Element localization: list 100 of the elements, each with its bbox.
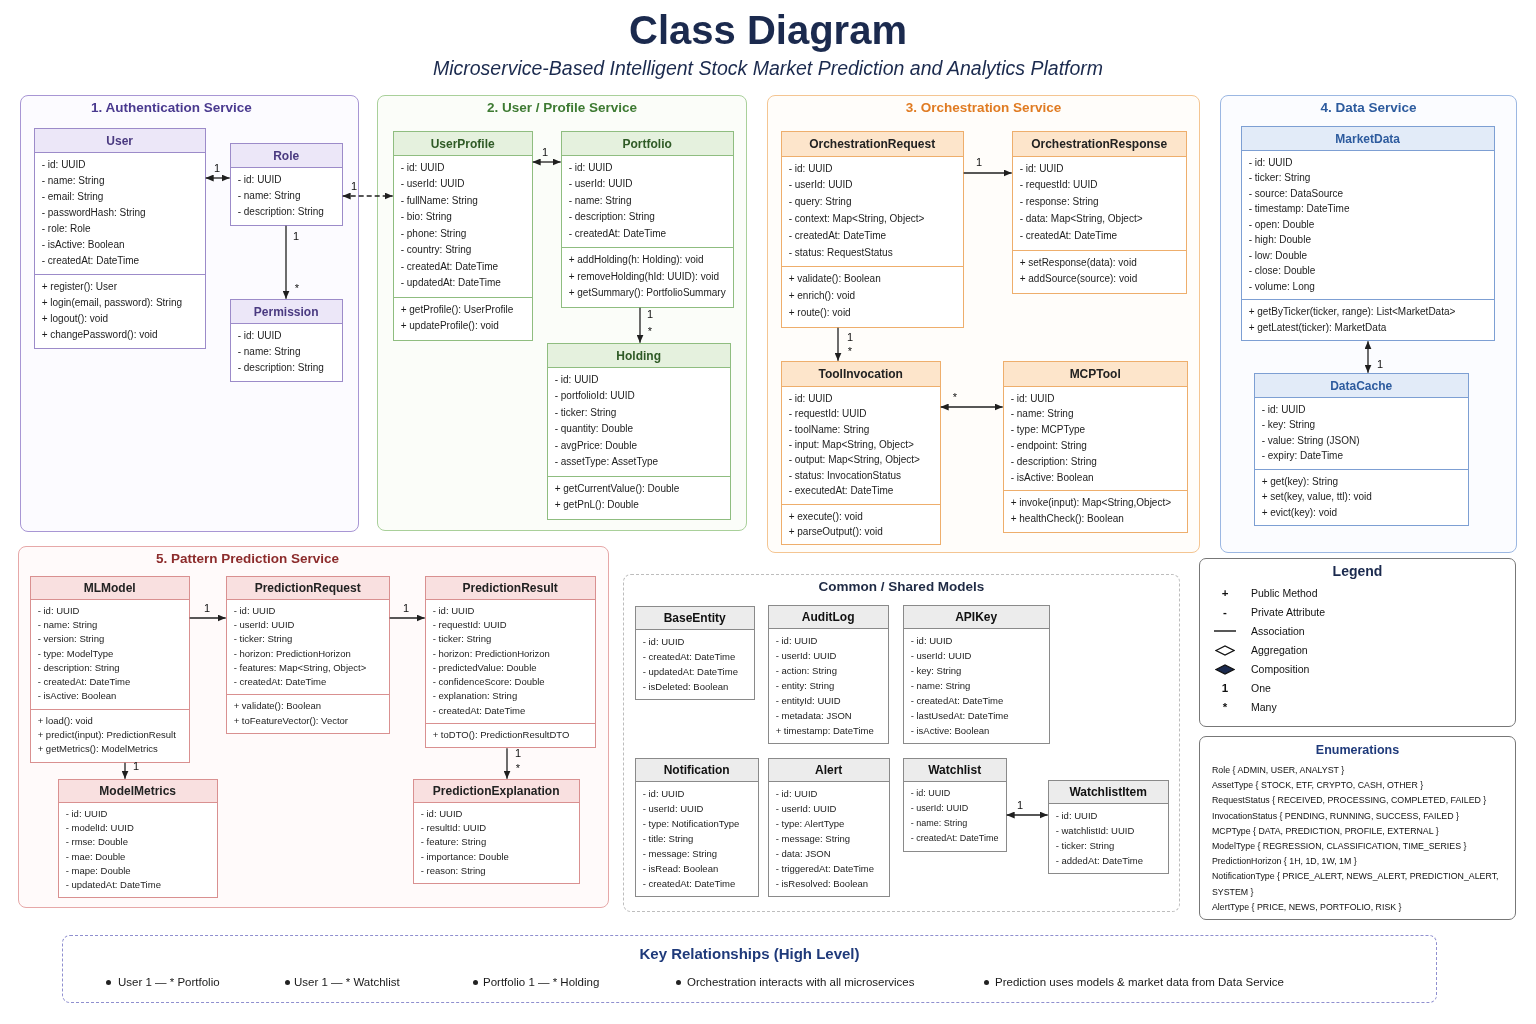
attribute-text: - ticker: String xyxy=(233,632,293,647)
service-panel xyxy=(20,95,359,532)
legend-text: One xyxy=(1251,681,1271,695)
relationship-text: User 1 — * Portfolio xyxy=(118,975,220,989)
class-name: Role xyxy=(273,148,300,163)
attribute-text: - importance: Double xyxy=(420,849,509,864)
class-box xyxy=(1002,360,1188,534)
attribute-text: - id: UUID xyxy=(1261,402,1306,417)
attribute-text: - metadata: JSON xyxy=(775,708,852,723)
class-box xyxy=(392,130,533,341)
attribute-text: - volume: Long xyxy=(1248,279,1315,294)
attribute-text: - createdAt: DateTime xyxy=(41,253,140,268)
legend-symbol: * xyxy=(1222,701,1228,713)
multiplicity-label: * xyxy=(294,282,300,294)
attribute-text: - key: String xyxy=(1261,418,1316,433)
class-name: Watchlist xyxy=(928,763,982,778)
attribute-text: - data: Map<String, Object> xyxy=(1019,212,1143,227)
shared-models-panel xyxy=(623,574,1180,912)
arrow xyxy=(121,762,129,780)
attribute-text: - createdAt: DateTime xyxy=(37,675,131,690)
attribute-text: - updatedAt: DateTime xyxy=(400,276,501,291)
attribute-text: - addedAt: DateTime xyxy=(1055,853,1143,868)
attribute-text: - reason: String xyxy=(420,863,486,878)
attribute-text: - endpoint: String xyxy=(1010,439,1087,454)
attribute-text: - id: UUID xyxy=(775,786,818,801)
attribute-text: - horizon: PredictionHorizon xyxy=(432,646,550,661)
attribute-text: - id: UUID xyxy=(432,603,475,618)
attribute-text: - requestId: UUID xyxy=(432,618,507,632)
attribute-text: - response: String xyxy=(1019,195,1099,210)
multiplicity-label: * xyxy=(952,391,958,403)
attribute-text: - createdAt: DateTime xyxy=(400,259,499,274)
attribute-text: - type: ModelType xyxy=(37,646,114,661)
enum-text: PredictionHorizon { 1H, 1D, 1W, 1M } xyxy=(1212,855,1357,869)
multiplicity-label: 1 xyxy=(646,308,654,320)
attribute-text: - version: String xyxy=(37,632,105,647)
attribute-text: - isResolved: Boolean xyxy=(775,876,869,891)
attribute-text: - fullName: String xyxy=(400,193,478,208)
method-text: + enrich(): void xyxy=(788,289,856,304)
attribute-text: - id: UUID xyxy=(788,161,833,176)
class-name: MarketData xyxy=(1335,131,1401,146)
attribute-text: - modelId: UUID xyxy=(65,821,134,835)
attribute-text: - ticker: String xyxy=(1055,838,1115,853)
method-text: + getLatest(ticker): MarketData xyxy=(1248,320,1387,335)
method-text: + execute(): void xyxy=(788,509,863,524)
multiplicity-label: * xyxy=(847,345,853,357)
attribute-text: - open: Double xyxy=(1248,217,1315,232)
attribute-text: - low: Double xyxy=(1248,248,1308,263)
attribute-text: - createdAt: DateTime xyxy=(642,649,736,664)
method-text: + getProfile(): UserProfile xyxy=(400,302,514,317)
class-box xyxy=(546,342,731,520)
multiplicity-label: 1 xyxy=(292,230,300,242)
attribute-text: - id: UUID xyxy=(400,160,445,175)
attribute-text: - lastUsedAt: DateTime xyxy=(910,708,1009,723)
attribute-text: - name: String xyxy=(37,618,98,632)
class-name: User xyxy=(106,133,134,148)
attribute-text: - resultId: UUID xyxy=(420,821,487,835)
attribute-text: - userId: UUID xyxy=(775,801,837,816)
attribute-text: - description: String xyxy=(237,204,324,219)
attribute-text: - data: JSON xyxy=(775,846,831,861)
attribute-text: - country: String xyxy=(400,243,472,258)
enum-text: AlertType { PRICE, NEWS, PORTFOLIO, RISK } xyxy=(1212,900,1402,914)
legend-symbol: + xyxy=(1221,587,1229,599)
legend-text: Many xyxy=(1251,700,1277,714)
attribute-text: - watchlistId: UUID xyxy=(1055,823,1135,838)
attribute-text: - type: AlertType xyxy=(775,816,845,831)
attribute-text: - id: UUID xyxy=(568,160,613,175)
attribute-text: - name: String xyxy=(237,344,301,359)
arrow xyxy=(389,614,426,622)
dashed-double-arrow xyxy=(342,192,394,200)
class-name: APIKey xyxy=(955,610,998,625)
method-text: + toDTO(): PredictionResultDTO xyxy=(432,728,570,743)
method-text: + healthCheck(): Boolean xyxy=(1010,512,1124,527)
method-text: + getCurrentValue(): Double xyxy=(554,481,680,496)
relationship-text: User 1 — * Watchlist xyxy=(294,975,400,989)
class-name: Holding xyxy=(616,348,661,363)
double-arrow xyxy=(532,158,562,166)
panel-title: 2. User / Profile Service xyxy=(486,100,638,115)
class-name: Permission xyxy=(253,304,319,319)
enum-text: RequestStatus { RECEIVED, PROCESSING, COMPLETED, FAILED } xyxy=(1212,794,1487,808)
multiplicity-label: * xyxy=(515,762,521,774)
attribute-text: - id: UUID xyxy=(420,806,463,821)
class-box xyxy=(412,778,580,885)
class-name: DataCache xyxy=(1330,378,1393,393)
attribute-text: + timestamp: DateTime xyxy=(775,723,874,738)
class-name: MCPTool xyxy=(1069,367,1121,382)
attribute-text: - entity: String xyxy=(775,678,835,693)
class-name: WatchlistItem xyxy=(1069,785,1147,800)
method-text: + invoke(input): Map<String,Object> xyxy=(1010,496,1172,511)
class-name: PredictionExplanation xyxy=(432,784,560,799)
attribute-text: - userId: UUID xyxy=(910,801,969,815)
method-text: + getSummary(): PortfolioSummary xyxy=(568,286,726,301)
class-box xyxy=(229,142,343,226)
legend-symbol: - xyxy=(1223,606,1227,618)
attribute-text: - isActive: Boolean xyxy=(1010,470,1094,485)
method-text: + predict(input): PredictionResult xyxy=(37,728,176,743)
attribute-text: - ticker: String xyxy=(1248,171,1311,186)
method-text: + getMetrics(): ModelMetrics xyxy=(37,742,158,757)
class-box xyxy=(634,605,755,700)
method-text: + changePassword(): void xyxy=(41,327,158,342)
legend-text: Association xyxy=(1251,624,1305,638)
